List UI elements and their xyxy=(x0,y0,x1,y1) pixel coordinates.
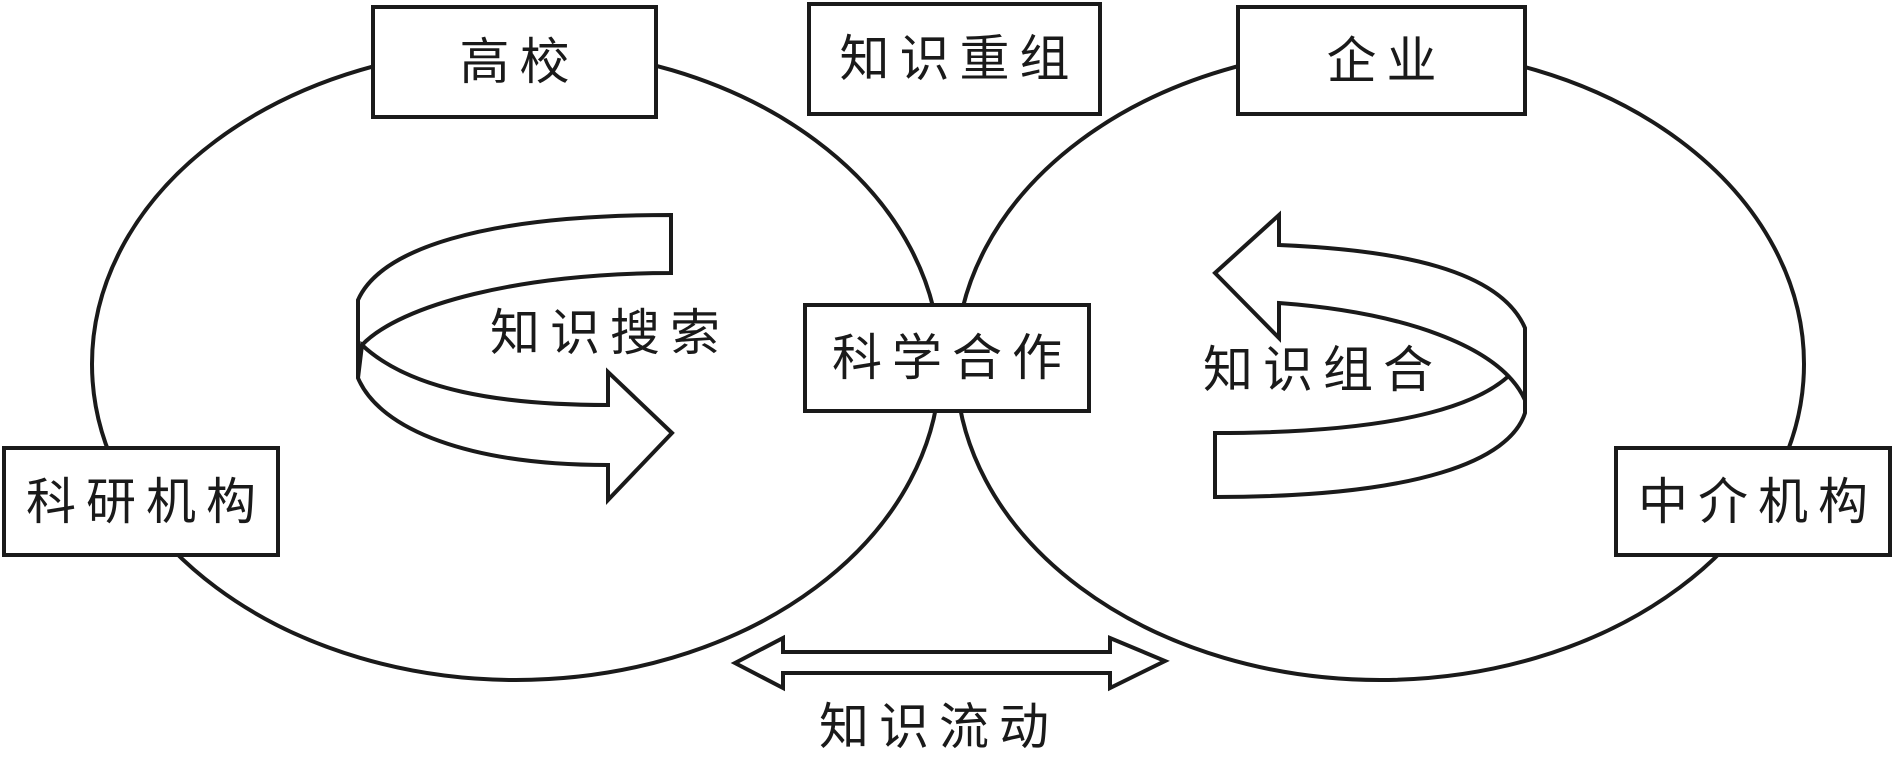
enterprise-node: 企业 xyxy=(1236,5,1527,116)
enterprise-label: 企业 xyxy=(1326,31,1447,90)
knowledge-reorganization-node: 知识重组 xyxy=(807,2,1102,116)
knowledge-combination-arrow-lower-band xyxy=(1213,354,1527,500)
scientific-cooperation-node: 科学合作 xyxy=(803,303,1091,413)
research-institute-node: 科研机构 xyxy=(2,446,280,557)
knowledge-reorganization-label: 知识重组 xyxy=(839,30,1080,88)
knowledge-combination-label: 知识组合 xyxy=(1203,341,1443,399)
university-label: 高校 xyxy=(459,33,580,91)
knowledge-combination-arrow xyxy=(1212,210,1527,500)
research-institute-label: 科研机构 xyxy=(26,472,266,531)
knowledge-search-arrow-lower-band xyxy=(355,340,675,505)
knowledge-search-label: 知识搜索 xyxy=(490,304,730,362)
scientific-cooperation-label: 科学合作 xyxy=(832,329,1072,387)
intermediary-node: 中介机构 xyxy=(1614,446,1892,557)
knowledge-flow-label: 知识流动 xyxy=(819,698,1059,756)
knowledge-search-arrow xyxy=(355,212,675,505)
knowledge-flow-double-arrow xyxy=(730,634,1170,692)
university-node: 高校 xyxy=(371,5,658,119)
intermediary-label: 中介机构 xyxy=(1638,472,1878,531)
knowledge-combination-arrow-upper-band xyxy=(1212,210,1527,401)
